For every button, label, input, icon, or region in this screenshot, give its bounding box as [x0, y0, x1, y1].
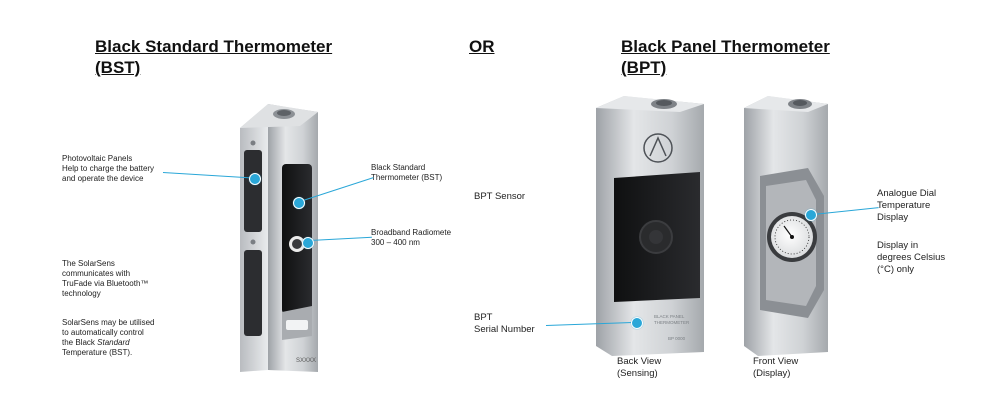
- bt-line4: technology: [62, 289, 101, 298]
- bst-heading-line2: (BST): [95, 58, 141, 77]
- pv-line1: Photovoltaic Panels: [62, 154, 133, 163]
- bt-line1: The SolarSens: [62, 259, 115, 268]
- radiometer-note: Broadband Radiomete 300 – 400 nm: [371, 228, 451, 248]
- bst-serial-marking: SXXXX: [296, 358, 316, 364]
- bt-line2: communicates with: [62, 269, 131, 278]
- pv-line2: Help to charge the battery: [62, 164, 155, 173]
- bst-line2: Thermometer (BST): [371, 173, 443, 182]
- bpt-front-device: [744, 96, 828, 356]
- dial-line3: Display: [877, 212, 909, 223]
- front-line1: Front View: [753, 356, 799, 367]
- bst-marker: [293, 197, 305, 209]
- bpt-heading-line1: Black Panel Thermometer: [621, 37, 830, 56]
- pv-panels-note: Photovoltaic Panels Help to charge the b…: [62, 154, 154, 184]
- or-heading: OR: [469, 37, 495, 56]
- radio-line1: Broadband Radiomete: [371, 228, 452, 237]
- bpt-print-line1: BLACK PANEL: [654, 314, 685, 319]
- auto-line1: SolarSens may be utilised: [62, 318, 155, 327]
- bst-sensor-note: Black Standard Thermometer (BST): [371, 163, 442, 183]
- celsius-note: Display in degrees Celsius (°C) only: [877, 240, 945, 276]
- bpt-heading-line2: (BPT): [621, 58, 667, 77]
- pv-line3: and operate the device: [62, 174, 144, 183]
- dial-marker: [805, 209, 817, 221]
- front-line2: (Display): [753, 368, 791, 379]
- celsius-line1: Display in: [877, 240, 919, 251]
- serial-line1: BPT: [474, 312, 493, 323]
- celsius-line2: degrees Celsius: [877, 252, 946, 263]
- bpt-serial-marking: BP 0000: [668, 336, 686, 341]
- bpt-back-device: BLACK PANEL THERMOMETER BP 0000: [596, 96, 704, 356]
- dial-line2: Temperature: [877, 200, 931, 211]
- bpt-sensor-label: BPT Sensor: [474, 191, 526, 202]
- radio-marker: [302, 237, 314, 249]
- bluetooth-note: The SolarSens communicates with TruFade …: [62, 259, 148, 299]
- auto-line4: Temperature (BST).: [62, 348, 133, 357]
- bst-line1: Black Standard: [371, 163, 426, 172]
- auto-line3: the Black Standard: [62, 338, 155, 348]
- back-line2: (Sensing): [617, 368, 658, 379]
- celsius-line3: (°C) only: [877, 264, 915, 275]
- bpt-serial-note: BPT Serial Number: [474, 312, 535, 336]
- dial-line1: Analogue Dial: [877, 188, 937, 199]
- bpt-print-line2: THERMOMETER: [654, 320, 690, 325]
- dial-note: Analogue Dial Temperature Display: [877, 188, 936, 224]
- serial-marker: [631, 317, 643, 329]
- bst-device: SXXXX: [240, 104, 318, 372]
- auto-control-note: SolarSens may be utilised to automatical…: [62, 318, 155, 358]
- auto-line2: to automatically control: [62, 328, 144, 337]
- front-view-caption: Front View (Display): [753, 356, 798, 380]
- auto-line3b: Standard: [97, 338, 130, 347]
- radio-line2: 300 – 400 nm: [371, 238, 420, 247]
- serial-line2: Serial Number: [474, 324, 535, 335]
- auto-line3a: the Black: [62, 338, 98, 347]
- bst-heading-line1: Black Standard Thermometer: [95, 37, 333, 56]
- pv-marker: [249, 173, 261, 185]
- back-line1: Back View: [617, 356, 662, 367]
- back-view-caption: Back View (Sensing): [617, 356, 661, 380]
- bt-line3: TruFade via Bluetooth™: [62, 279, 149, 288]
